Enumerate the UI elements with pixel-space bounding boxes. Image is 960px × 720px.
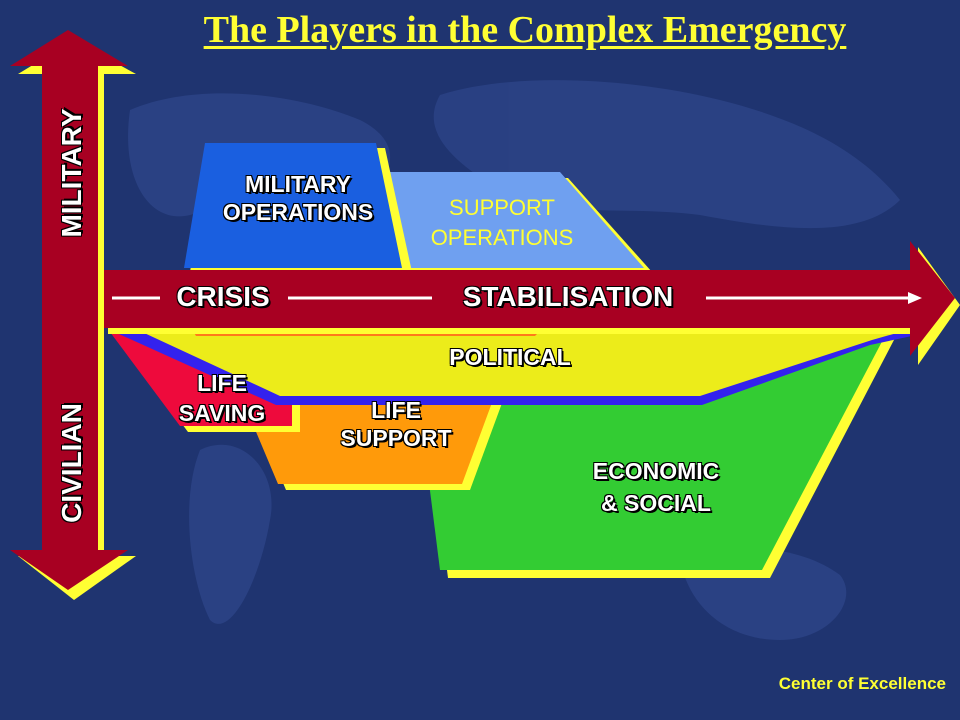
military-operations-line-1: MILITARY [244,171,352,197]
stabilisation-label: STABILISATION [462,281,674,312]
horizontal-arrow [100,241,955,356]
vertical-arrow [10,30,128,590]
footer-center-of-excellence: Center of Excellence [778,674,946,693]
political-shape [112,318,950,396]
crisis-label: CRISIS [176,281,270,312]
life-support-line-1: LIFE [371,397,421,423]
timeline-arrowhead [908,292,922,304]
page-title: The Players in the Complex Emergency [203,9,847,51]
economic-social-label: ECONOMIC & SOCIAL [558,455,754,519]
civilian-axis-label: CIVILIAN [56,403,87,523]
life-saving-line-2: SAVING [178,400,266,426]
life-support-line-2: SUPPORT [340,425,452,451]
life-saving-label: LIFE SAVING [152,368,292,428]
economic-social-line-2: & SOCIAL [601,490,711,516]
political-label: POLITICAL [449,344,571,370]
life-saving-line-1: LIFE [197,370,247,396]
military-operations-shape [184,143,402,268]
military-operations-line-2: OPERATIONS [222,199,374,225]
support-operations-label: SUPPORT OPERATIONS [400,193,604,253]
life-support-label: LIFE SUPPORT [316,396,476,452]
military-axis-label: MILITARY [56,108,87,238]
economic-social-line-1: ECONOMIC [592,458,720,484]
support-operations-shape [378,172,644,268]
support-operations-line-1: SUPPORT [449,195,555,220]
support-operations-line-2: OPERATIONS [430,225,574,250]
military-operations-label: MILITARY OPERATIONS [200,170,396,226]
